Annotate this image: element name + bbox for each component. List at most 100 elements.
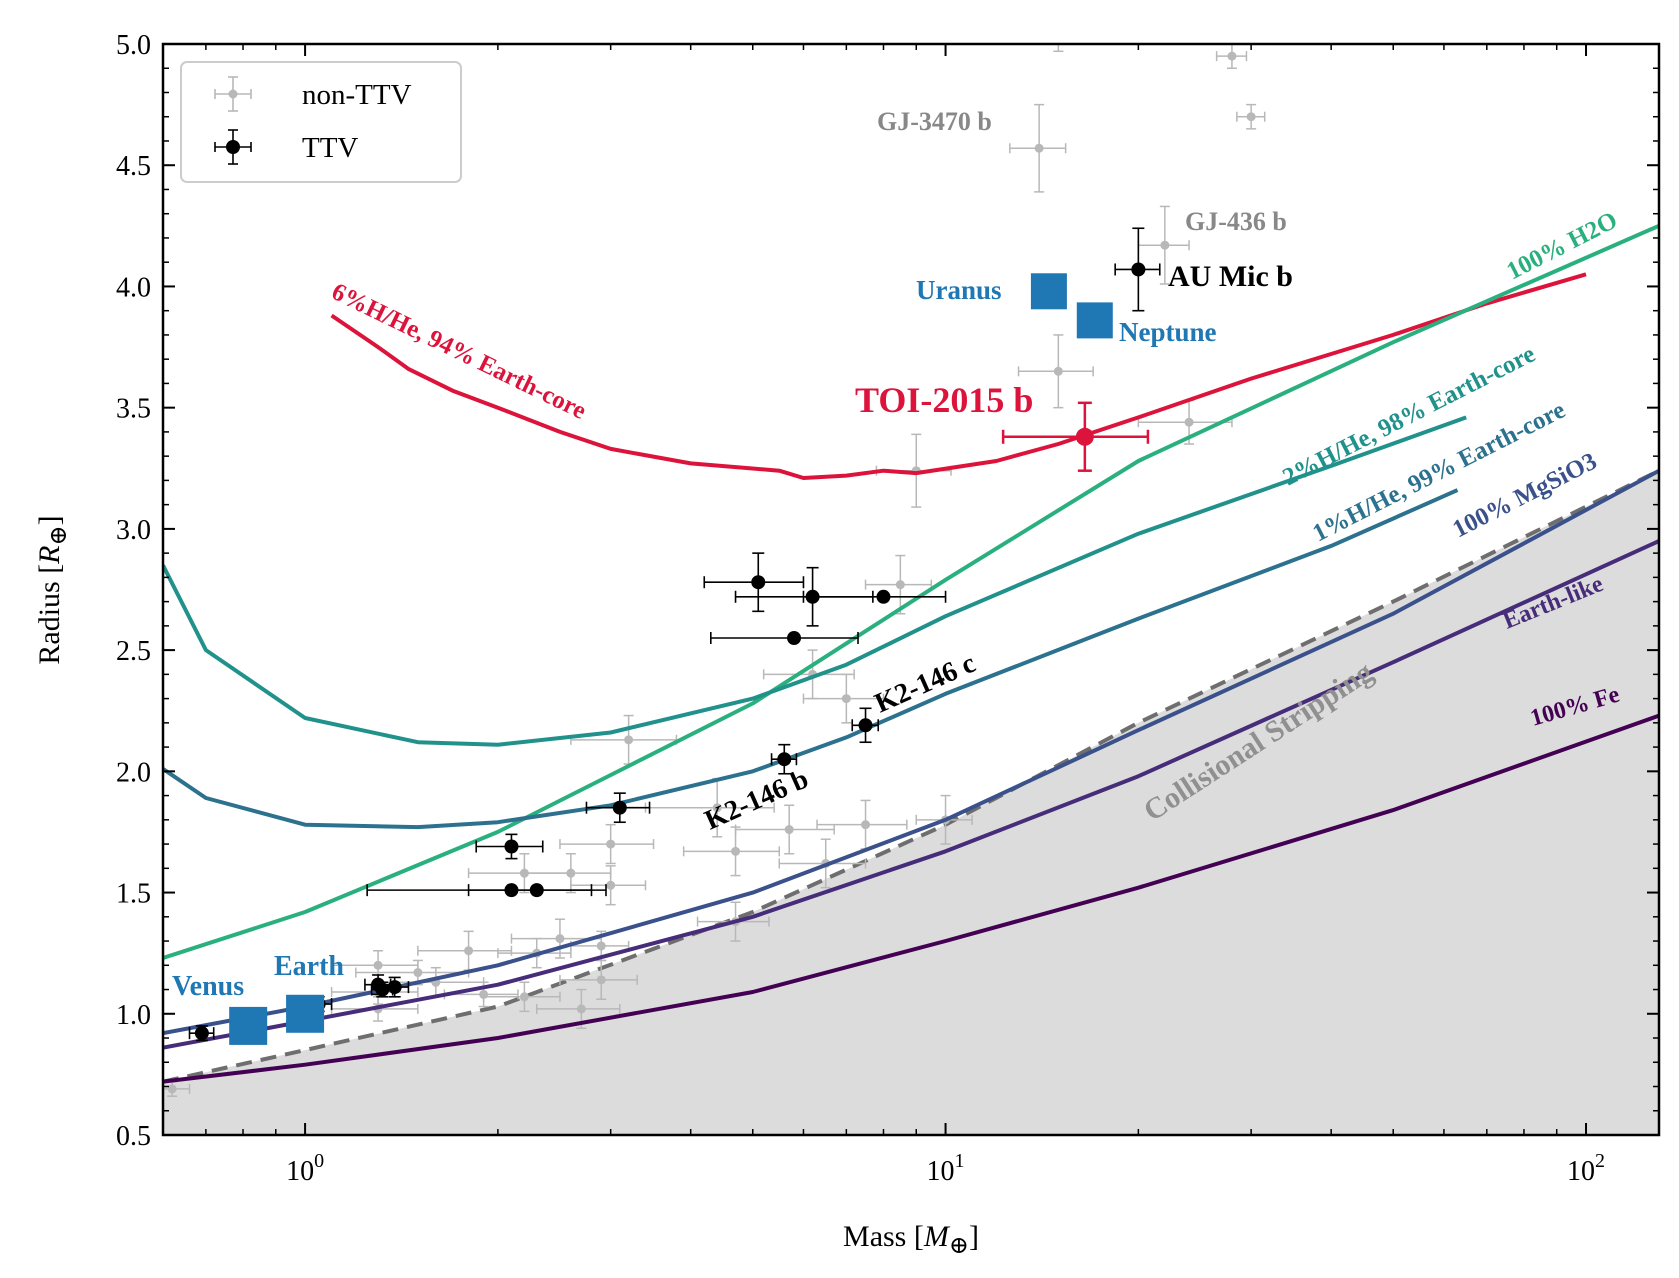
marker bbox=[529, 883, 544, 898]
toi-2015-b-point bbox=[1001, 401, 1150, 472]
planet-marker-earth bbox=[286, 994, 325, 1033]
annotation-2-h-he-98-earth-core: 2%H/He, 98% Earth-core bbox=[1278, 340, 1539, 491]
non-ttv-point bbox=[778, 838, 867, 889]
marker bbox=[167, 1084, 177, 1094]
x-tick-label: 101 bbox=[927, 1150, 965, 1187]
marker bbox=[387, 980, 402, 995]
annotation-100-h2o: 100% H2O bbox=[1502, 207, 1621, 286]
y-tick-label: 4.5 bbox=[116, 151, 151, 182]
curve-100-h2o bbox=[163, 223, 1659, 960]
marker bbox=[1034, 143, 1044, 153]
marker bbox=[712, 803, 722, 813]
ttv-point bbox=[703, 552, 805, 613]
marker bbox=[1054, 35, 1063, 44]
ttv-point bbox=[370, 981, 394, 998]
ttv-point bbox=[188, 1025, 215, 1042]
curve-earth-like bbox=[163, 539, 1659, 1050]
y-tick-label: 0.5 bbox=[116, 1121, 151, 1152]
y-tick-label: 2.5 bbox=[116, 636, 151, 667]
curve-1-h-he-99-earth-core bbox=[163, 488, 1459, 830]
legend-label: TTV bbox=[302, 132, 358, 164]
marker bbox=[606, 880, 616, 890]
planet-marker-neptune bbox=[1076, 302, 1113, 339]
marker bbox=[373, 960, 383, 970]
non-ttv-point bbox=[559, 823, 655, 865]
curve-100-fe bbox=[163, 713, 1659, 1084]
ttv-point bbox=[467, 883, 593, 898]
y-tick-label: 5.0 bbox=[116, 30, 151, 61]
non-ttv-point bbox=[1017, 334, 1094, 409]
ttv-point bbox=[475, 833, 544, 860]
non-ttv-point bbox=[570, 865, 647, 906]
annotation-gj-436-b: GJ-436 b bbox=[1185, 207, 1287, 236]
y-tick-label: 3.5 bbox=[116, 394, 151, 425]
non-ttv-point bbox=[1009, 103, 1067, 193]
x-axis-label: Mass [M⊕] bbox=[843, 1220, 979, 1259]
ttv-point bbox=[710, 630, 859, 645]
non-ttv-point bbox=[802, 673, 885, 724]
marker bbox=[413, 968, 423, 978]
annotation-earth: Earth bbox=[274, 951, 344, 982]
non-ttv-point bbox=[864, 554, 933, 615]
marker bbox=[895, 580, 905, 590]
non-ttv-point bbox=[682, 826, 781, 877]
annotation-6-h-he-94-earth-core: 6%H/He, 94% Earth-core bbox=[327, 278, 590, 425]
marker bbox=[1160, 240, 1170, 250]
marker bbox=[784, 825, 794, 835]
marker bbox=[596, 975, 606, 985]
marker bbox=[194, 1026, 209, 1041]
non-ttv-point bbox=[482, 981, 561, 1013]
collisional-stripping-region bbox=[163, 470, 1659, 1135]
ttv-point bbox=[585, 792, 651, 824]
marker bbox=[1227, 51, 1237, 61]
non-ttv-point bbox=[1048, 35, 1069, 53]
non-ttv-point bbox=[644, 777, 775, 838]
plot-frame bbox=[161, 42, 1661, 1137]
legend-entry: TTV bbox=[214, 129, 358, 165]
non-ttv-point bbox=[417, 930, 513, 971]
y-tick-label: 4.0 bbox=[116, 272, 151, 303]
legend-marker bbox=[226, 140, 240, 154]
ttv-point bbox=[851, 707, 880, 744]
curve-100-mgsio3 bbox=[163, 468, 1659, 1036]
non-ttv-point bbox=[1236, 103, 1266, 130]
x-tick-label: 102 bbox=[1567, 1150, 1605, 1187]
marker bbox=[555, 934, 565, 944]
y-axis-label: Radius [R⊕] bbox=[33, 515, 72, 664]
marker bbox=[606, 839, 616, 849]
non-ttv-point bbox=[570, 714, 678, 765]
planet-marker-uranus bbox=[1030, 273, 1067, 310]
marker bbox=[504, 839, 519, 854]
annotation-neptune: Neptune bbox=[1119, 317, 1217, 347]
marker bbox=[566, 868, 576, 878]
marker bbox=[596, 941, 606, 951]
curve-2-h-he-98-earth-core bbox=[163, 415, 1467, 747]
marker bbox=[1246, 112, 1256, 122]
marker bbox=[624, 735, 634, 745]
y-tick-label: 1.0 bbox=[116, 1000, 151, 1031]
marker bbox=[464, 946, 474, 956]
ttv-point bbox=[802, 589, 947, 604]
non-ttv-point bbox=[559, 959, 638, 1000]
marker bbox=[612, 800, 627, 815]
non-ttv-point bbox=[1215, 44, 1248, 69]
planet-marker-venus bbox=[229, 1006, 268, 1045]
annotation-1-h-he-99-earth-core: 1%H/He, 99% Earth-core bbox=[1308, 396, 1569, 547]
marker bbox=[858, 718, 873, 733]
marker bbox=[1075, 427, 1094, 446]
annotation-au-mic-b: AU Mic b bbox=[1168, 260, 1293, 293]
annotation-k2-146-c: K2-146 c bbox=[870, 648, 980, 720]
marker bbox=[787, 630, 802, 645]
y-tick-label: 3.0 bbox=[116, 515, 151, 546]
annotation-toi-2015-b: TOI-2015 b bbox=[855, 380, 1033, 420]
y-tick-label: 2.0 bbox=[116, 757, 151, 788]
ttv-point bbox=[1114, 227, 1161, 312]
marker bbox=[876, 589, 891, 604]
marker bbox=[576, 1004, 586, 1014]
legend-marker bbox=[228, 89, 238, 99]
marker bbox=[479, 989, 489, 999]
y-tick-label: 1.5 bbox=[116, 879, 151, 910]
curve-6-h-he-94-earth-core bbox=[330, 272, 1587, 480]
